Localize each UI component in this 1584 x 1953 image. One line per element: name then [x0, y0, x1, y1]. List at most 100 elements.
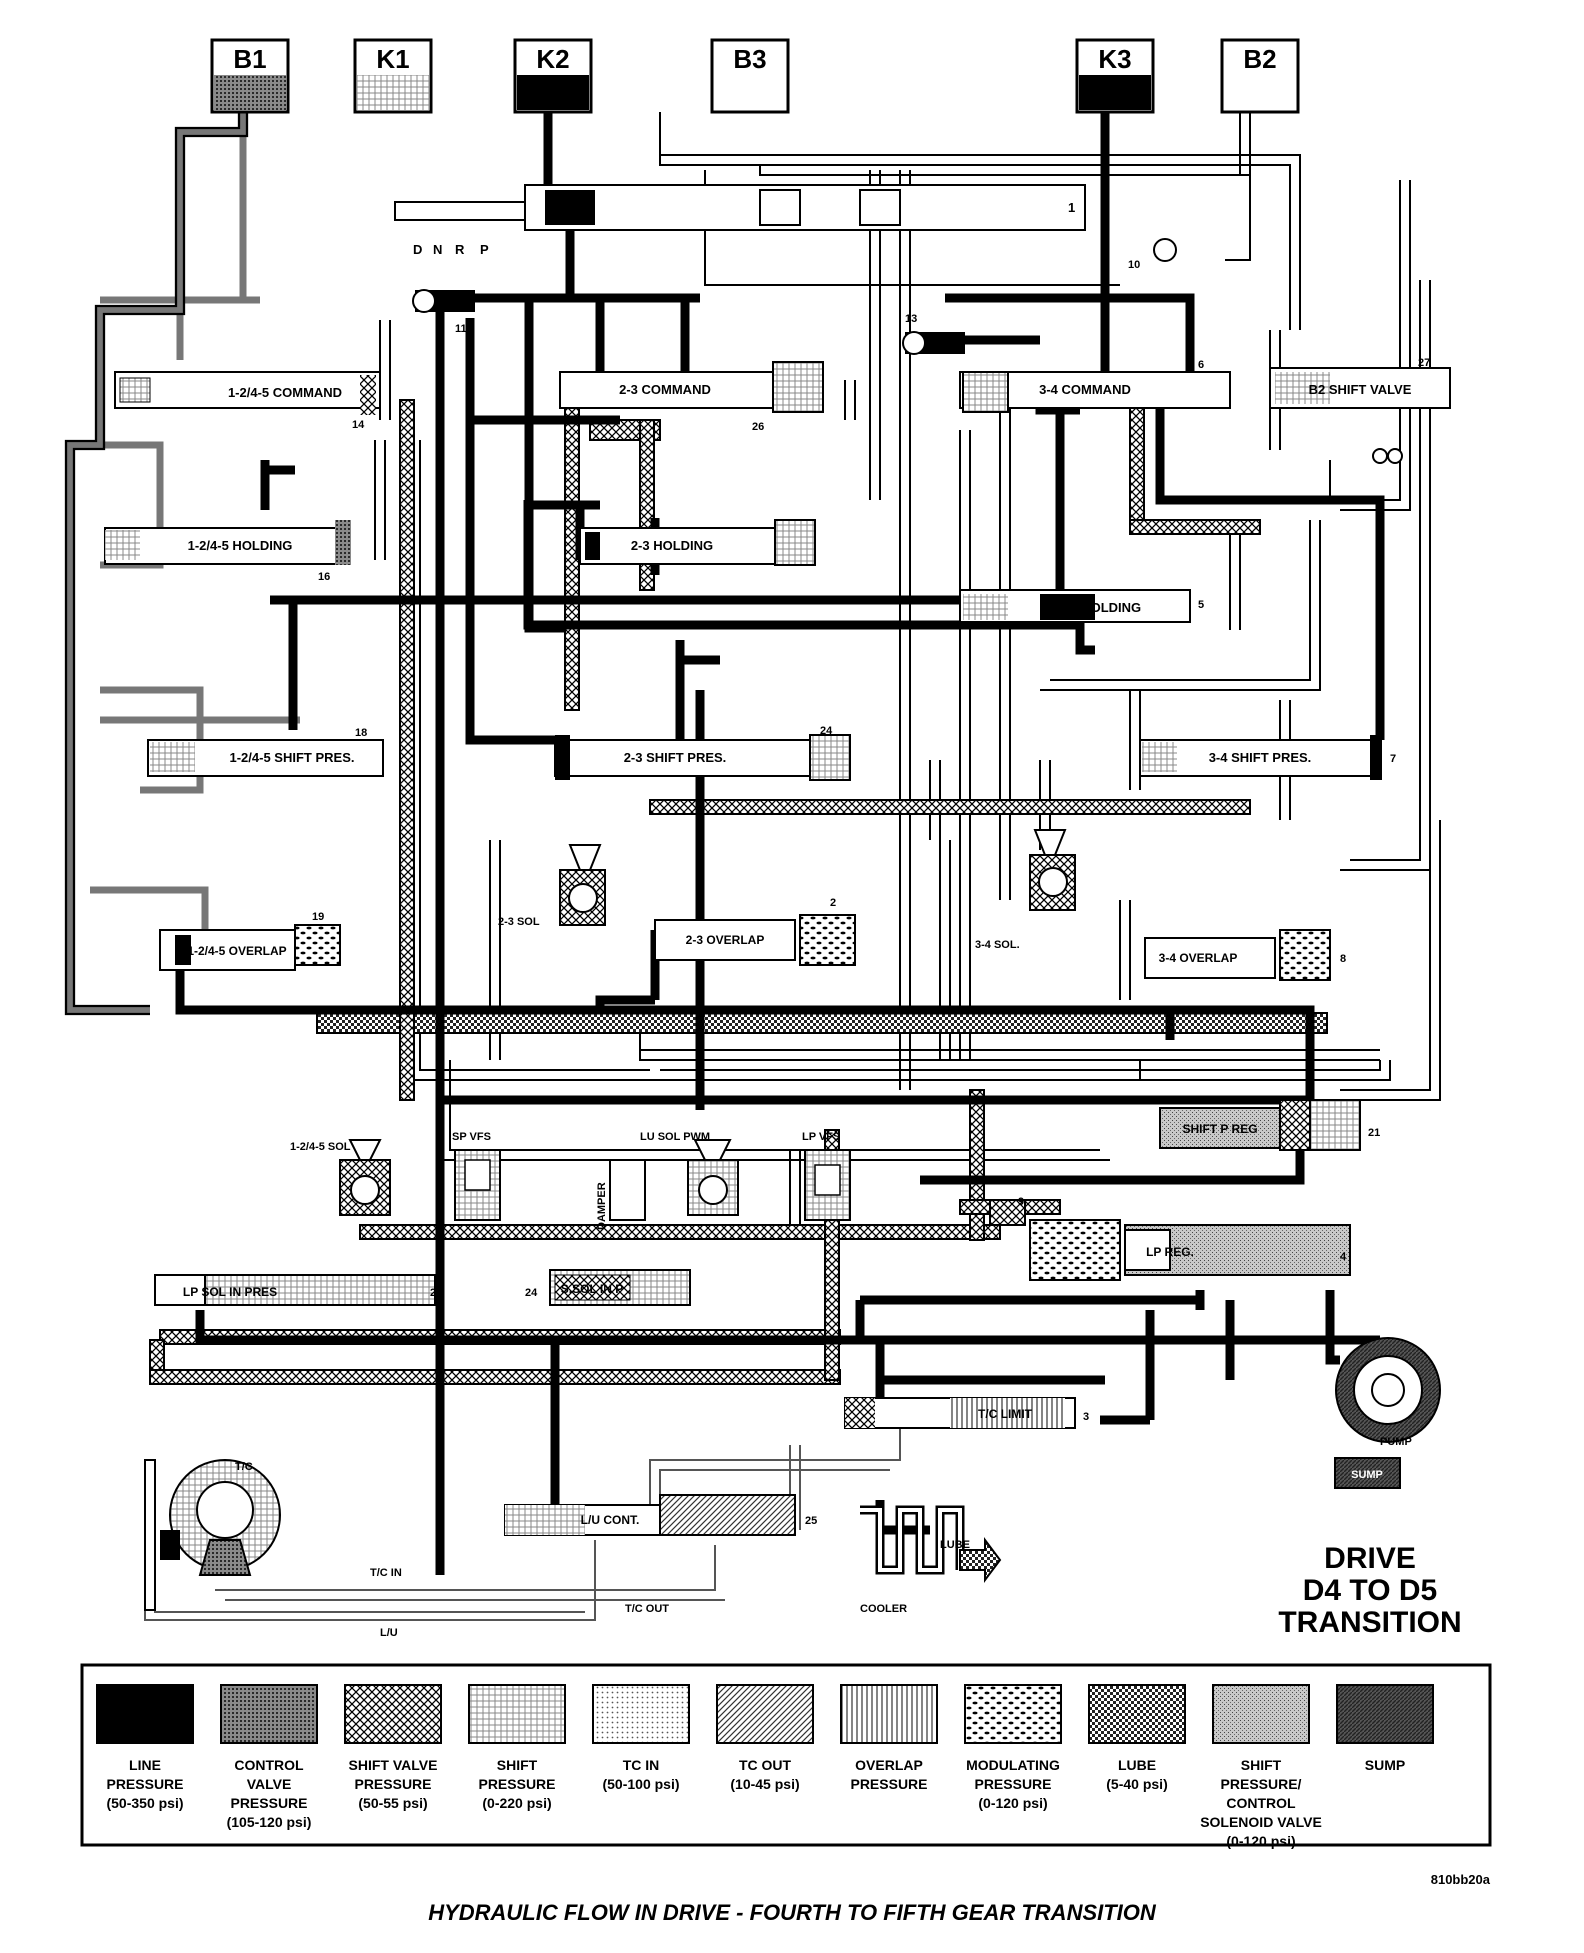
- legend-label: CONTROL: [1226, 1795, 1296, 1811]
- valve-b2-shift: B2 SHIFT VALVE 27: [1269, 357, 1451, 464]
- valve-shiftpres-23: 2-3 SHIFT PRES. 24: [554, 725, 851, 781]
- legend-label: MODULATING: [966, 1757, 1060, 1773]
- valve-lp-sol-in: LP SOL IN PRES 22: [154, 1274, 442, 1306]
- clutch-k2: K2: [513, 38, 593, 114]
- legend-label: (50-100 psi): [602, 1776, 679, 1792]
- caption: HYDRAULIC FLOW IN DRIVE - FOURTH TO FIFT…: [428, 1900, 1157, 1925]
- valve-number: 24: [820, 725, 833, 737]
- valve-overlap-1245: 1-2/4-5 OVERLAP 19: [159, 911, 341, 971]
- component-label: PUMP: [1380, 1436, 1412, 1448]
- valve-command-23: 2-3 COMMAND 26: [559, 361, 824, 433]
- valve-number: 24: [525, 1287, 538, 1299]
- legend-swatch: [344, 1684, 442, 1744]
- valve-label: 1-2/4-5 OVERLAP: [187, 944, 286, 958]
- valve-label: 2-3 OVERLAP: [686, 933, 765, 947]
- legend-swatch: [96, 1684, 194, 1744]
- valve-s-sol-in: S.SOL IN P 24: [525, 1269, 691, 1306]
- legend-swatch: [716, 1684, 814, 1744]
- valve-number: 14: [352, 419, 365, 431]
- valve-shiftpres-34: 3-4 SHIFT PRES. 7: [1139, 735, 1396, 780]
- solenoid-label: 3-4 SOL.: [975, 939, 1020, 951]
- image-code: 810bb20a: [1431, 1872, 1491, 1887]
- clutch-b2: B2: [1220, 38, 1300, 114]
- legend-label: SOLENOID VALVE: [1200, 1814, 1322, 1830]
- valve-number: 19: [312, 911, 324, 923]
- legend-swatch: [840, 1684, 938, 1744]
- valve-lp-reg: LP REG. 4 9: [989, 1196, 1351, 1281]
- valve-number: 5: [1198, 599, 1204, 611]
- valve-label: 3-4 COMMAND: [1039, 382, 1131, 397]
- title-line-2: D4 TO D5: [1303, 1574, 1438, 1607]
- valve-overlap-34: 3-4 OVERLAP 8: [1144, 929, 1346, 981]
- valve-label: 3-4 HOLDING: [1059, 600, 1141, 615]
- component-label: SP VFS: [452, 1131, 491, 1143]
- valve-label: 1-2/4-5 SHIFT PRES.: [230, 750, 355, 765]
- valve-label: 3-4 OVERLAP: [1159, 951, 1238, 965]
- component-label: T/C: [235, 1461, 253, 1473]
- valve-number: 27: [1418, 357, 1430, 369]
- selector-n: N: [433, 242, 442, 257]
- sp-vfs: SP VFS: [452, 1131, 501, 1221]
- legend-label: (0-120 psi): [1226, 1833, 1295, 1849]
- valve-number: 13: [905, 313, 917, 325]
- valve-tc-limit: T/C LIMIT 3: [844, 1397, 1089, 1429]
- legend-label: (50-55 psi): [358, 1795, 427, 1811]
- valve-number: 7: [1390, 753, 1396, 765]
- selector-p: P: [480, 242, 489, 257]
- clutch-row: B1 K1 K2 B3 K3 B2: [210, 38, 1300, 114]
- damper: DAMPER: [596, 1159, 646, 1230]
- control-pressure-edges: [64, 112, 249, 1016]
- valve-number: 21: [1368, 1127, 1380, 1139]
- clutch-label: K2: [536, 44, 569, 74]
- valve-overlap-23: 2-3 OVERLAP 2: [654, 897, 856, 966]
- legend-label: PRESSURE: [106, 1776, 183, 1792]
- clutch-b1: B1: [210, 38, 290, 114]
- sump: SUMP: [1334, 1457, 1401, 1489]
- valve-label: 2-3 SHIFT PRES.: [624, 750, 727, 765]
- check-ball-13: 13: [902, 313, 965, 355]
- title-line-1: DRIVE: [1324, 1542, 1416, 1575]
- clutch-label: B3: [733, 44, 766, 74]
- manual-valve: D N R P 1 10: [394, 184, 1177, 271]
- valve-shift-p-reg: SHIFT P REG 21: [1159, 1099, 1380, 1151]
- valve-number: 6: [1198, 359, 1204, 371]
- valve-number: 26: [752, 421, 764, 433]
- valve-command-1245: 1-2/4-5 COMMAND 14: [114, 371, 381, 431]
- selector-r: R: [455, 242, 465, 257]
- clutch-label: K3: [1098, 44, 1131, 74]
- solenoid-34: 3-4 SOL.: [975, 829, 1076, 951]
- solenoid-label: 1-2/4-5 SOL: [290, 1141, 351, 1153]
- lu-sol-pwm: LU SOL PWM: [640, 1131, 739, 1216]
- component-label: LP VFS: [802, 1131, 840, 1143]
- component-label: LUBE: [940, 1539, 970, 1551]
- clutch-label: B1: [233, 44, 266, 74]
- legend-swatch: [220, 1684, 318, 1744]
- legend-label: SHIFT VALVE: [349, 1757, 438, 1773]
- diagram-title: DRIVE D4 TO D5 TRANSITION: [1278, 1542, 1461, 1639]
- valve-number: 8: [1340, 953, 1346, 965]
- valve-lu-cont: L/U CONT. 25: [504, 1494, 817, 1536]
- component-label: T/C OUT: [625, 1603, 669, 1615]
- legend-label: CONTROL: [234, 1757, 304, 1773]
- valve-label: 1-2/4-5 COMMAND: [228, 385, 342, 400]
- line-pressure-passages: [175, 112, 1385, 1575]
- solenoid-1245: 1-2/4-5 SOL: [290, 1139, 391, 1216]
- legend-label: (5-40 psi): [1106, 1776, 1167, 1792]
- legend-label: (105-120 psi): [227, 1814, 312, 1830]
- legend-label: PRESSURE: [230, 1795, 307, 1811]
- valve-label: LP REG.: [1146, 1245, 1194, 1259]
- legend-label: VALVE: [247, 1776, 292, 1792]
- clutch-label: B2: [1243, 44, 1276, 74]
- valve-shiftpres-1245: 1-2/4-5 SHIFT PRES. 18: [147, 727, 384, 777]
- torque-converter: T/C T/C IN L/U T/C OUT: [144, 1459, 669, 1639]
- title-line-3: TRANSITION: [1278, 1606, 1461, 1639]
- component-label: T/C IN: [370, 1567, 402, 1579]
- legend-label: SUMP: [1365, 1757, 1405, 1773]
- valve-holding-34: 3-4 HOLDING 5: [959, 589, 1204, 623]
- legend-label: TC OUT: [739, 1757, 792, 1773]
- valve-label: SHIFT P REG: [1182, 1122, 1257, 1136]
- legend-swatch: [1088, 1684, 1186, 1744]
- valve-number: 4: [1340, 1251, 1347, 1263]
